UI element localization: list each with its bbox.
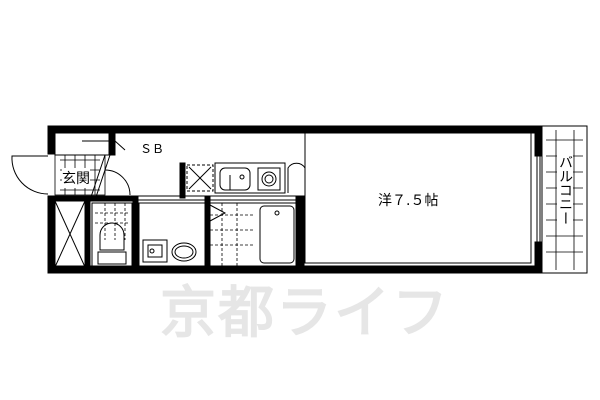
shoe-box-label: ＳＢ bbox=[140, 142, 165, 156]
entrance-label: 玄関 bbox=[62, 168, 90, 188]
balcony-label: バルコニー bbox=[557, 155, 573, 225]
watermark: 京都ライフ bbox=[160, 281, 450, 346]
western-room-label: 洋７.５帖 bbox=[378, 193, 439, 209]
